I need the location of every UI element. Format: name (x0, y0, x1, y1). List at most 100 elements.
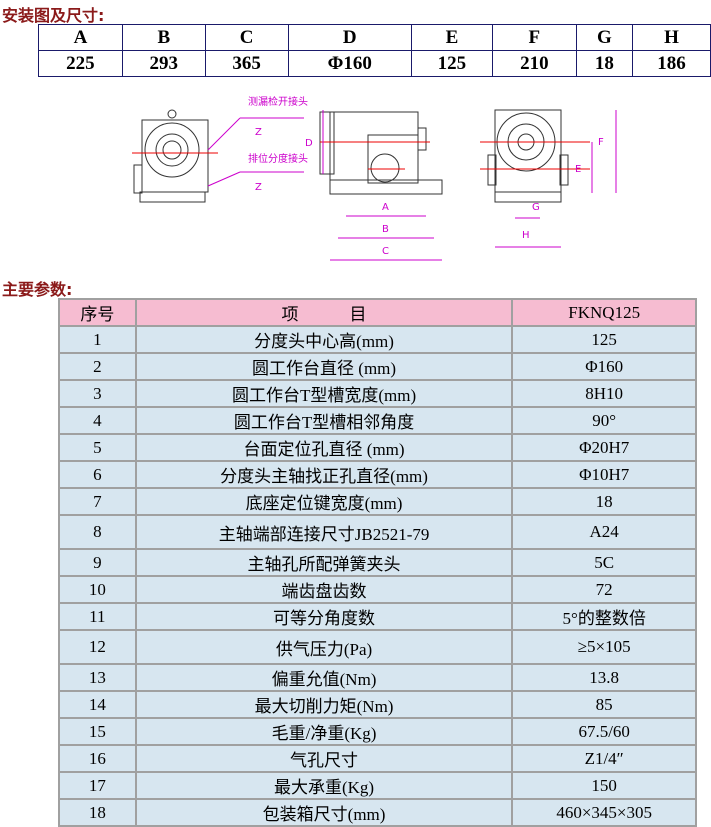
dim-header: F (491, 24, 577, 51)
row-value: Φ160 (511, 352, 697, 381)
dim-header: B (121, 24, 206, 51)
row-value: Φ10H7 (511, 460, 697, 489)
row-item: 最大承重(Kg) (134, 771, 514, 800)
dim-value: 365 (204, 50, 289, 77)
dim-letter: E (575, 164, 581, 175)
row-number: 5 (58, 433, 137, 462)
row-item: 最大切削力矩(Nm) (134, 690, 514, 719)
row-item: 圆工作台T型槽宽度(mm) (134, 379, 514, 408)
row-item: 分度头主轴找正孔直径(mm) (134, 460, 514, 489)
row-number: 4 (58, 406, 137, 435)
row-item: 毛重/净重(Kg) (134, 717, 514, 746)
row-number: 1 (58, 325, 137, 354)
row-item: 端齿盘齿数 (134, 575, 514, 604)
header-no: 序号 (58, 298, 137, 327)
row-number: 13 (58, 663, 137, 692)
dim-letter: G (532, 202, 540, 213)
row-value: 90° (511, 406, 697, 435)
row-value: 8H10 (511, 379, 697, 408)
row-number: 18 (58, 798, 137, 827)
dim-value: 225 (38, 50, 123, 77)
row-value: 18 (511, 487, 697, 516)
row-number: 16 (58, 744, 137, 773)
row-item: 偏重允值(Nm) (134, 663, 514, 692)
label-bottom: 排位分度接头 (248, 152, 308, 165)
dim-value: Φ160 (287, 50, 412, 77)
row-value: 72 (511, 575, 697, 604)
dim-header: D (287, 24, 412, 51)
dim-letter: F (598, 137, 604, 148)
thread-label: Z (255, 182, 262, 193)
dim-value: 125 (410, 50, 493, 77)
thread-label: Z (255, 127, 262, 138)
row-value: 5°的整数倍 (511, 602, 697, 631)
row-item: 圆工作台T型槽相邻角度 (134, 406, 514, 435)
row-item: 圆工作台直径 (mm) (134, 352, 514, 381)
row-number: 9 (58, 548, 137, 577)
row-value: 13.8 (511, 663, 697, 692)
row-value: 460×345×305 (511, 798, 697, 827)
header-model: FKNQ125 (511, 298, 697, 327)
row-item: 分度头中心高(mm) (134, 325, 514, 354)
section-title-params: 主要参数: (2, 280, 73, 299)
dim-header: H (631, 24, 711, 51)
row-number: 14 (58, 690, 137, 719)
row-value: 67.5/60 (511, 717, 697, 746)
dim-value: 210 (491, 50, 577, 77)
dim-letter: B (382, 224, 389, 235)
row-number: 2 (58, 352, 137, 381)
row-number: 12 (58, 629, 137, 665)
row-item: 供气压力(Pa) (134, 629, 514, 665)
row-value: A24 (511, 514, 697, 550)
row-item: 可等分角度数 (134, 602, 514, 631)
dim-header: G (575, 24, 633, 51)
row-number: 3 (58, 379, 137, 408)
row-number: 15 (58, 717, 137, 746)
row-item: 包装箱尺寸(mm) (134, 798, 514, 827)
parameters-header-row: 序号 项 目 FKNQ125 (58, 298, 697, 327)
row-item: 主轴孔所配弹簧夹头 (134, 548, 514, 577)
dim-letter: H (522, 230, 530, 241)
dim-letter: D (305, 138, 313, 149)
row-item: 底座定位键宽度(mm) (134, 487, 514, 516)
header-item: 项 目 (134, 298, 514, 327)
row-number: 6 (58, 460, 137, 489)
row-item: 台面定位孔直径 (mm) (134, 433, 514, 462)
row-number: 7 (58, 487, 137, 516)
dim-value: 293 (121, 50, 206, 77)
row-value: ≥5×105 (511, 629, 697, 665)
row-number: 8 (58, 514, 137, 550)
row-value: 150 (511, 771, 697, 800)
row-value: 85 (511, 690, 697, 719)
dim-header: C (204, 24, 289, 51)
row-item: 主轴端部连接尺寸JB2521-79 (134, 514, 514, 550)
label-top: 测漏检开接头 (248, 95, 308, 108)
dim-header: E (410, 24, 493, 51)
row-number: 11 (58, 602, 137, 631)
row-number: 10 (58, 575, 137, 604)
dim-value: 18 (575, 50, 633, 77)
row-value: Φ20H7 (511, 433, 697, 462)
dim-header: A (38, 24, 123, 51)
row-value: 125 (511, 325, 697, 354)
row-item: 气孔尺寸 (134, 744, 514, 773)
